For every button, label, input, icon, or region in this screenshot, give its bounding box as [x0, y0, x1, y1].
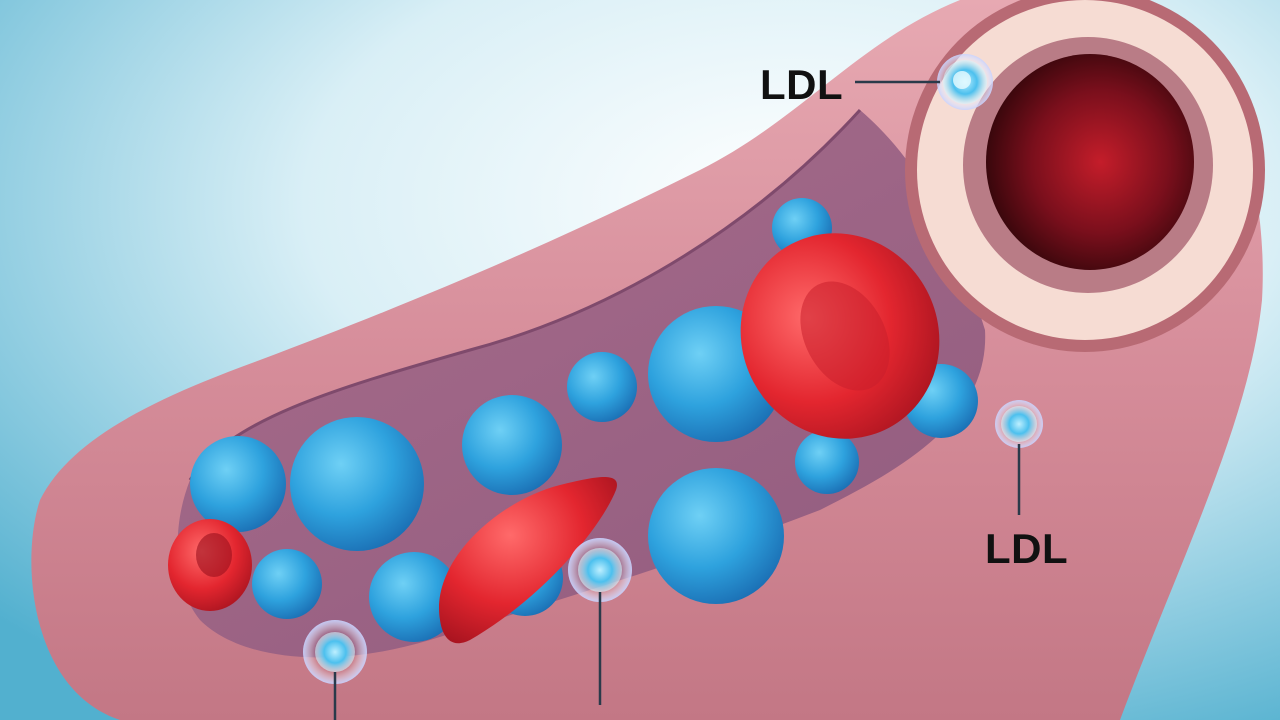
red-cell-large [740, 233, 940, 439]
interior-rim [188, 108, 862, 481]
blue-cell [648, 468, 784, 604]
vessel-opening [905, 0, 1265, 352]
blue-cell [795, 430, 859, 494]
ldl-particle-bottom-center [568, 538, 632, 602]
blue-cell [567, 352, 637, 422]
blue-cell [290, 417, 424, 551]
blue-cell [252, 549, 322, 619]
ldl-particle-bottom-left [303, 620, 367, 684]
ldl-particle-right [995, 400, 1043, 448]
ldl-label-right: LDL [985, 525, 1069, 572]
red-cell-edge [168, 519, 252, 611]
red-cell-elongated [439, 476, 617, 644]
blue-cell [462, 395, 562, 495]
blue-cell [369, 552, 459, 642]
blue-cell [190, 436, 286, 532]
ldl-particle-top [937, 54, 993, 110]
ldl-label-top: LDL [760, 61, 844, 108]
